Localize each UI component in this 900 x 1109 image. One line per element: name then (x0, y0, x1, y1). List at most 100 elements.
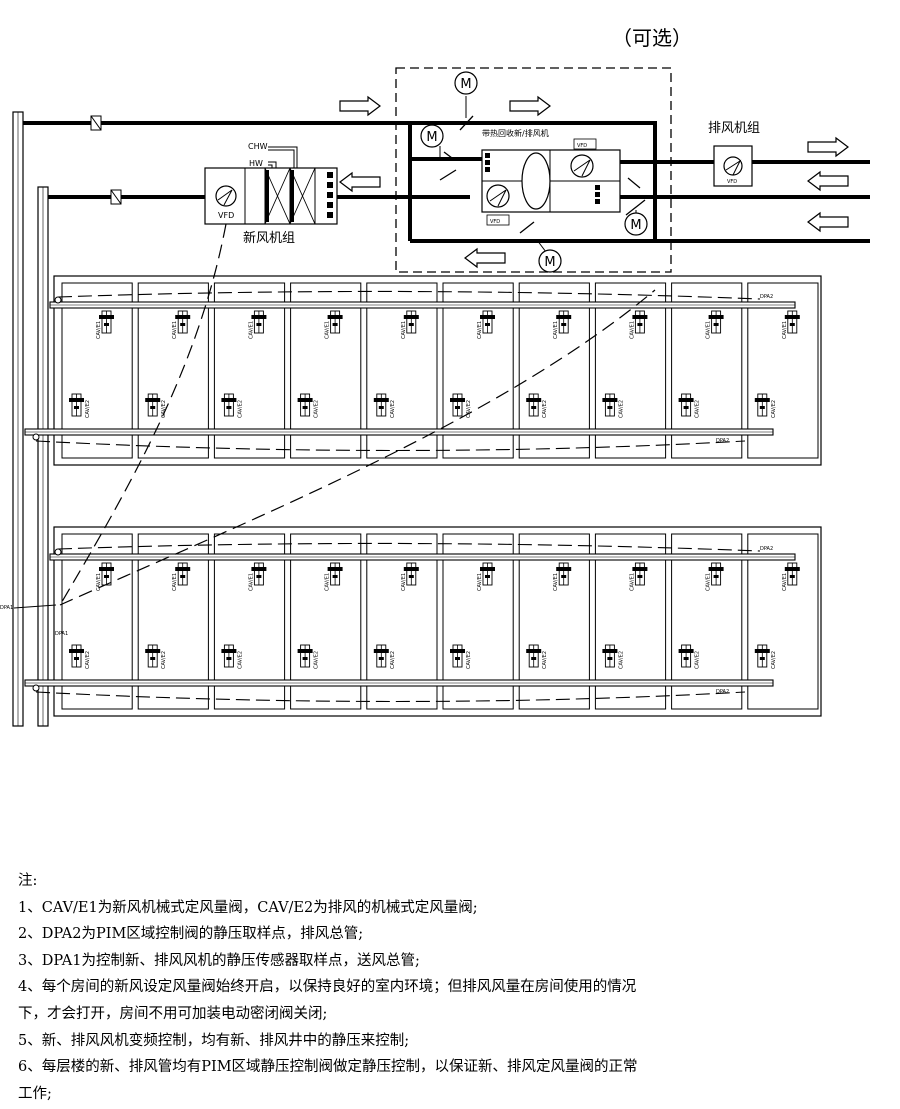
room (747, 533, 819, 710)
room (671, 282, 743, 459)
cav-e1-label: CAV/E1 (172, 321, 178, 339)
cav-e1-label: CAV/E1 (706, 573, 712, 591)
room (137, 533, 209, 710)
note-6-cont: 工作; (18, 1085, 52, 1102)
cav-valve-icon (678, 644, 694, 668)
motor-label: M (630, 218, 641, 233)
cav-valve-icon (602, 644, 618, 668)
cav-valve-icon (221, 644, 237, 668)
room (366, 533, 438, 710)
cav-e1-label: CAV/E1 (401, 573, 407, 591)
room (61, 282, 133, 459)
flow-arrow-left-icon (464, 248, 506, 268)
cav-e1-label: CAV/E1 (248, 573, 254, 591)
notes-header: 注: (18, 873, 38, 889)
cav-valve-icon (784, 562, 800, 586)
flow-arrow-right-icon (509, 96, 551, 116)
exhaust-riser (37, 186, 49, 727)
motor-label: M (426, 130, 437, 145)
flow-arrow-left-icon (807, 171, 849, 191)
motor-label: M (460, 77, 471, 92)
dpa2-label: DPA2 (760, 294, 773, 300)
motor-icon (454, 71, 478, 95)
pim-valve-icon (54, 296, 62, 304)
dpa1-sensor-line (13, 604, 57, 609)
room (290, 533, 362, 710)
cav-valve-icon (69, 644, 84, 668)
optional-heat-recovery-boundary (395, 67, 672, 273)
note-5: 5、新、排风风机变频控制，均有新、排风井中的静压来控制; (18, 1032, 410, 1049)
cav-e2-label: CAV/E2 (466, 651, 472, 669)
cav-valve-icon (632, 310, 648, 334)
room (747, 282, 819, 459)
floor-2 (24, 526, 822, 717)
note-6: 6、每层楼的新、排风管均有PIM区域静压控制阀做定静压控制，以保证新、排风定风量… (18, 1059, 638, 1076)
cav-e2-label: CAV/E2 (161, 651, 167, 669)
hr-exhaust-vfd-label: VFD (577, 143, 587, 149)
hr-supply-vfd-label: VFD (490, 219, 500, 225)
fresh-air-vfd-label: VFD (218, 211, 234, 220)
floor-1 (24, 275, 822, 466)
cav-e1-label: CAV/E1 (325, 321, 331, 339)
note-2: 2、DPA2为PIM区域控制阀的静压取样点，排风总管; (18, 926, 364, 943)
note-4-cont: 下，才会打开，房间不用可加装电动密闭阀关闭; (18, 1005, 328, 1022)
room (671, 533, 743, 710)
cav-valve-icon (526, 393, 542, 417)
cav-e1-label: CAV/E1 (477, 573, 483, 591)
cav-valve-icon (450, 393, 465, 417)
optional-label: （可选） (612, 26, 692, 50)
cav-e1-label: CAV/E1 (782, 321, 788, 339)
cav-e2-label: CAV/E2 (695, 651, 701, 669)
motorized-damper: M (454, 71, 478, 131)
cav-valve-icon (297, 393, 313, 417)
fan-control-signal-line (59, 223, 227, 606)
motor-label: M (544, 255, 555, 270)
room (594, 533, 667, 710)
cav-valve-icon (99, 310, 114, 334)
cav-e1-label: CAV/E1 (172, 573, 178, 591)
cav-valve-icon (632, 562, 648, 586)
cav-e2-label: CAV/E2 (618, 651, 624, 669)
dpa2-sensing-line (57, 290, 761, 300)
room (213, 533, 286, 710)
cav-valve-icon (678, 393, 694, 417)
dpa2-sensing-line (35, 691, 746, 703)
exhaust-vfd-label: VFD (727, 179, 737, 185)
cav-valve-icon (602, 393, 618, 417)
cav-e2-label: CAV/E2 (466, 400, 472, 418)
room (518, 533, 590, 710)
exhaust-unit (713, 145, 753, 187)
cav-valve-icon (175, 310, 191, 334)
cav-e2-label: CAV/E2 (542, 651, 548, 669)
chw-label: CHW (248, 142, 268, 151)
cav-e2-label: CAV/E2 (390, 400, 396, 418)
flow-arrow-left-icon (339, 172, 381, 192)
heat-wheel-icon (521, 152, 551, 210)
room (366, 282, 438, 459)
cav-valve-icon (556, 310, 572, 334)
cav-valve-icon (297, 644, 313, 668)
floor-zones: CAV/E1CAV/E2CAV/E1CAV/E2CAV/E1CAV/E2CAV/… (24, 223, 822, 717)
cav-e2-label: CAV/E2 (237, 400, 243, 418)
cav-e1-label: CAV/E1 (401, 321, 407, 339)
cav-e1-label: CAV/E1 (325, 573, 331, 591)
cav-e1-label: CAV/E1 (96, 573, 102, 591)
cav-e2-label: CAV/E2 (161, 400, 167, 418)
cav-e2-label: CAV/E2 (314, 651, 320, 669)
cav-e1-label: CAV/E1 (248, 321, 254, 339)
fresh-air-damper-icon (90, 115, 102, 131)
fresh-air-unit-label: 新风机组 (243, 230, 295, 246)
dpa1-label: DPA1 (55, 631, 68, 637)
room (442, 282, 514, 459)
cav-valve-icon (327, 310, 343, 334)
motorized-damper (439, 169, 457, 181)
room (213, 282, 286, 459)
dpa2-label: DPA2 (716, 438, 729, 444)
motorized-damper: M (624, 177, 648, 236)
dpa2-label: DPA2 (760, 546, 773, 552)
main-ducts (23, 121, 870, 243)
dpa2-label: DPA2 (716, 689, 729, 695)
cav-valve-icon (145, 393, 161, 417)
cav-e1-label: CAV/E1 (553, 573, 559, 591)
dpa2-sensing-line (57, 542, 761, 552)
